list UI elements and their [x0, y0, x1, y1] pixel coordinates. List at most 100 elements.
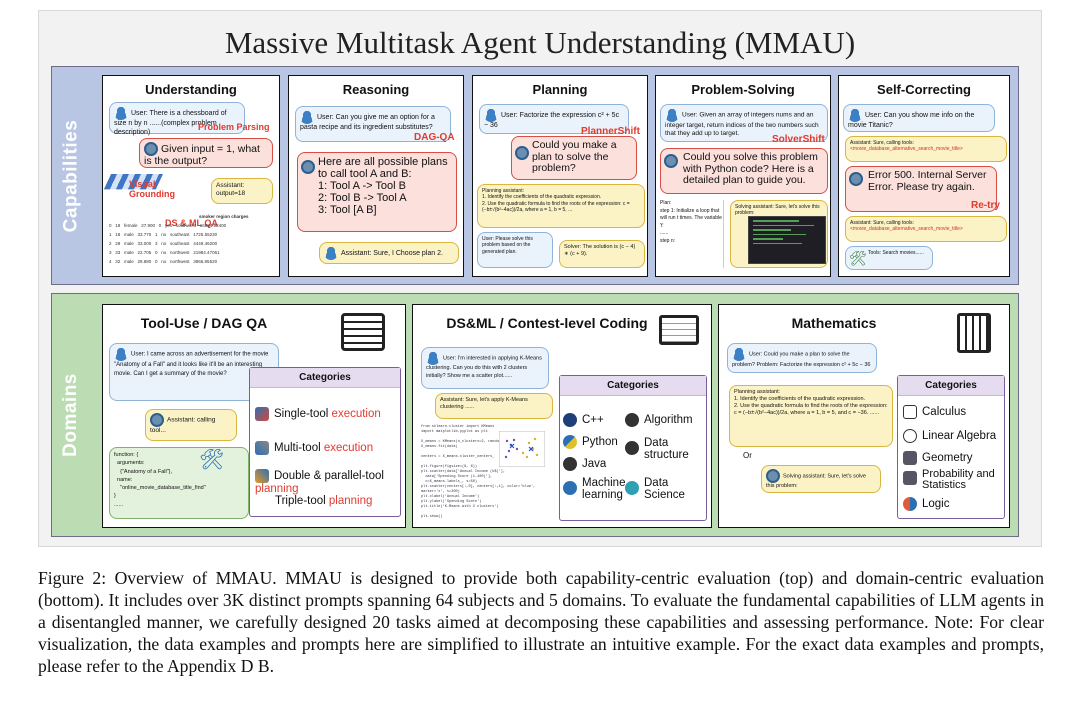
assistant-icon — [324, 246, 338, 260]
tag-retry: Re-try — [971, 200, 1000, 211]
capabilities-band: Capabilities Understanding User: There i… — [51, 66, 1019, 285]
java-icon — [563, 457, 577, 471]
data-structure-icon — [625, 441, 639, 455]
figure-title: Massive Multitask Agent Understanding (M… — [224, 25, 856, 60]
bot-icon — [515, 146, 529, 160]
panel-problem-solving: Problem-Solving User: Given an array of … — [655, 75, 831, 277]
panel-title: Problem-Solving — [691, 82, 795, 97]
question-bubble: Could you solve this problem with Python… — [660, 148, 828, 194]
user-icon — [732, 347, 746, 361]
data-table: smoker region charges 0 19 female 27.900 … — [109, 212, 275, 272]
function-bubble: function: { arguments: {"Anatomy of a Fa… — [109, 447, 249, 519]
category-item: Triple-tool planning — [275, 495, 373, 507]
user-icon — [114, 106, 128, 120]
panel-tool-use: Tool-Use / DAG QA User: I came across an… — [102, 304, 406, 528]
tools-bubble: Tools: Search movies...... — [845, 246, 933, 270]
categories-box: Categories — [249, 367, 401, 517]
bot-icon — [766, 469, 780, 483]
table-row: 0 19 female 27.900 0 yes southwest 16884… — [109, 223, 227, 228]
tag-dsml-qa: DS & ML QA — [165, 218, 218, 228]
user-icon — [665, 108, 679, 122]
panel-title: Mathematics — [791, 315, 877, 331]
bot-icon — [150, 413, 164, 427]
category-item: Java — [563, 457, 606, 471]
error-bubble: Error 500. Internal Server Error. Please… — [845, 166, 997, 212]
geometry-icon — [903, 451, 917, 465]
logic-icon — [903, 497, 917, 511]
user-bubble: User: I'm interested in applying K-Means… — [421, 347, 549, 389]
tag-plannershift: PlannerShift — [581, 126, 640, 137]
capabilities-label: Capabilities — [60, 119, 81, 232]
categories-box: Categories — [897, 375, 1005, 519]
python-icon — [563, 435, 577, 449]
multi-tool-icon — [255, 441, 269, 455]
figure-caption: Figure 2: Overview of MMAU. MMAU is desi… — [38, 568, 1044, 676]
user-icon — [848, 108, 862, 122]
category-item: Linear Algebra — [903, 429, 996, 443]
panel-mathematics: Mathematics User: Could you make a plan … — [718, 304, 1010, 528]
categories-heading: Categories — [560, 376, 706, 396]
or-label: Or — [743, 451, 752, 460]
category-item: Logic — [903, 497, 950, 511]
tag-solvershift: SolverShift — [772, 134, 825, 145]
panel-title: Self-Correcting — [877, 82, 971, 97]
category-item: Calculus — [903, 405, 966, 419]
tag-dag-qa: DAG-QA — [414, 132, 455, 143]
question-bubble: Could you make a plan to solve the probl… — [511, 136, 637, 180]
user2-bubble: User: Please solve this problem based on… — [477, 232, 553, 268]
panel-reasoning: Reasoning User: Can you give me an optio… — [288, 75, 464, 277]
categories-heading: Categories — [250, 368, 400, 388]
user-bubble: User: Given an array of integers nums an… — [660, 104, 828, 142]
assistant-bubble: Assistant: calling tool... — [145, 409, 237, 441]
category-item: C++ — [563, 413, 604, 427]
category-item: Python — [563, 435, 618, 449]
tools-icon: 🛠 — [849, 250, 867, 266]
user-bubble: User: Could you make a plan to solve the… — [727, 343, 877, 373]
parallel-tool-icon — [255, 469, 269, 483]
probability-icon — [903, 471, 917, 485]
single-tool-icon — [255, 407, 269, 421]
panel-planning: Planning User: Factorize the expression … — [472, 75, 648, 277]
code-terminal-icon — [748, 216, 826, 264]
domains-band: Domains Tool-Use / DAG QA User: I came a… — [51, 293, 1019, 537]
bot-icon — [144, 142, 158, 156]
calculus-icon — [903, 405, 917, 419]
assistant-bubble: Assistant: output=18 — [211, 178, 273, 204]
machine-learning-icon — [563, 481, 577, 495]
question-bubble: Given input = 1, what is the output? — [139, 138, 273, 168]
assistant-bubble: Assistant: Sure, I Choose plan 2. — [319, 242, 459, 264]
laptop-code-icon — [659, 315, 699, 345]
category-item: Geometry — [903, 451, 973, 465]
cpp-icon — [563, 413, 577, 427]
calculator-icon — [957, 313, 991, 353]
user-bubble: User: Factorize the expression c² + 5c −… — [479, 104, 629, 134]
plan-text: Plan: step 1: Initialize a loop that wil… — [660, 200, 724, 268]
category-item: Data structure — [625, 437, 705, 461]
panel-title: Tool-Use / DAG QA — [140, 315, 268, 331]
category-item: Single-tool execution — [255, 407, 381, 421]
user-bubble: User: Can you give me an option for a pa… — [295, 106, 451, 142]
category-item: Double & parallel-tool planning — [255, 469, 384, 495]
toolbox-icon — [341, 313, 385, 351]
panel-self-correcting: Self-Correcting User: Can you show me in… — [838, 75, 1010, 277]
planning-assistant-bubble: Planning assistant: 1. Identify the coef… — [477, 184, 645, 228]
category-item: Probability and Statistics — [903, 469, 1003, 491]
domains-label: Domains — [60, 373, 81, 457]
user-icon — [300, 110, 314, 124]
panel-dsml: DS&ML / Contest-level Coding User: I'm i… — [412, 304, 712, 528]
panel-title: Reasoning — [342, 82, 410, 97]
user-icon — [426, 351, 440, 365]
bot-icon — [301, 160, 315, 174]
panel-title: Understanding — [145, 82, 237, 97]
categories-heading: Categories — [898, 376, 1004, 396]
solving-assistant-bubble: Solving assistant: Sure, let's solve thi… — [761, 465, 881, 493]
data-science-icon — [625, 481, 639, 495]
table-header: smoker region charges — [199, 214, 249, 219]
tools-icon: 🛠 — [199, 449, 225, 471]
panel-understanding: Understanding User: There is a chessboar… — [102, 75, 280, 277]
bot-icon — [664, 154, 678, 168]
algorithm-icon — [625, 413, 639, 427]
table-row: 4 32 male 28.880 0 no northwest 3866.855… — [109, 259, 218, 264]
panel-title: DS&ML / Contest-level Coding — [446, 315, 648, 331]
